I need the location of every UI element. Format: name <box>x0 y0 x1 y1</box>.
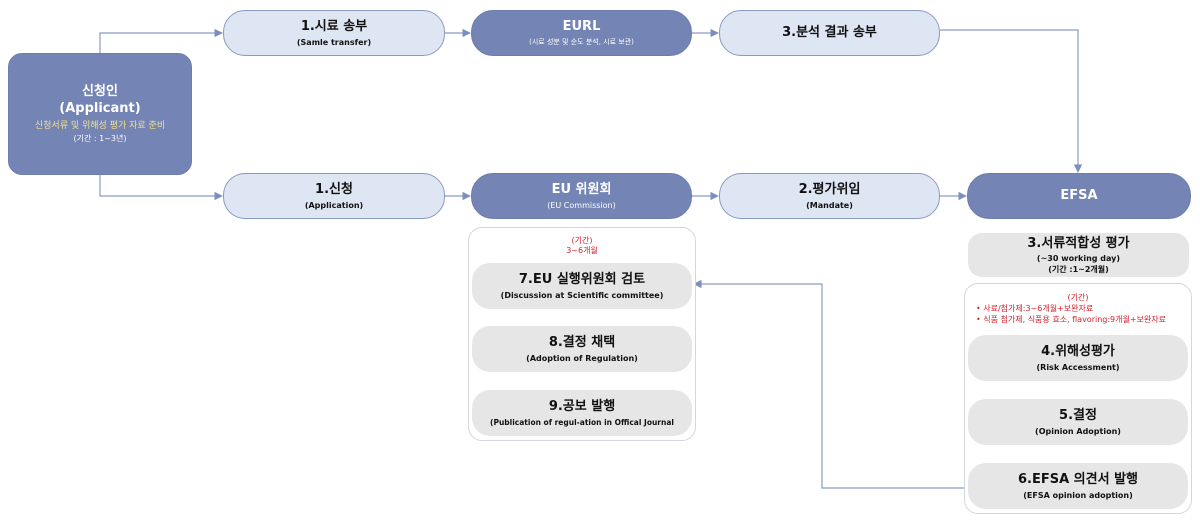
eurl-box: EURL (시료 성분 및 순도 분석, 시료 보관) <box>471 10 692 56</box>
efsa-bullet-food: • 식품 첨가제, 식품용 효소, flavoring:9개월+보완자료 <box>976 315 1190 325</box>
commission-box: EU 위원회 (EU Commission) <box>471 173 692 219</box>
efsa-step-opinion-sub: (EFSA opinion adoption) <box>1023 490 1133 500</box>
application-box: 1.신청 (Application) <box>223 173 445 219</box>
application-sub: (Application) <box>304 200 364 210</box>
mandate-box: 2.평가위임 (Mandate) <box>719 173 940 219</box>
efsa-bullet-feed: • 사료/첨가제:3~6개월+보완자료 <box>976 304 1190 314</box>
commission-label: EU 위원회 <box>551 181 612 197</box>
efsa-step-risk-sub: (Risk Accessment) <box>1036 362 1120 372</box>
commission-step-review-label: 7.EU 실행위원회 검토 <box>518 271 646 287</box>
efsa-period-title: (기간) <box>1067 293 1089 302</box>
applicant-title-en: (Applicant) <box>59 101 141 116</box>
suitability-sub1: (~30 working day) <box>1036 253 1121 263</box>
sample-transfer-sub: (Samle transfer) <box>296 37 372 47</box>
efsa-label: EFSA <box>1060 188 1098 203</box>
mandate-label: 2.평가위임 <box>798 181 861 197</box>
sample-transfer-box: 1.시료 송부 (Samle transfer) <box>223 10 445 56</box>
efsa-step-risk: 4.위해성평가 (Risk Accessment) <box>968 335 1188 381</box>
commission-sub: (EU Commission) <box>547 200 616 210</box>
applicant-title: 신청인 <box>82 84 118 99</box>
efsa-bullet-food-text: 식품 첨가제, 식품용 효소, flavoring:9개월+보완자료 <box>983 315 1167 324</box>
efsa-step-risk-label: 4.위해성평가 <box>1041 343 1115 359</box>
connector-result-to-efsa <box>940 29 1083 173</box>
commission-step-adoption: 8.결정 채택 (Adoption of Regulation) <box>472 326 692 372</box>
suitability-label: 3.서류적합성 평가 <box>1027 235 1130 251</box>
bullet-dot-icon: • <box>976 304 984 313</box>
connector-publication-to-review <box>693 279 965 489</box>
efsa-step-decision: 5.결정 (Opinion Adoption) <box>968 399 1188 445</box>
commission-step-publication: 9.공보 발행 (Publication of regul-ation in O… <box>472 390 692 436</box>
efsa-box: EFSA <box>967 173 1191 219</box>
commission-step-review-sub: (Discussion at Scientific committee) <box>500 290 664 300</box>
commission-step-adoption-label: 8.결정 채택 <box>548 334 616 350</box>
efsa-step-decision-label: 5.결정 <box>1059 407 1097 423</box>
efsa-step-decision-sub: (Opinion Adoption) <box>1035 426 1121 436</box>
efsa-bullet-feed-text: 사료/첨가제:3~6개월+보완자료 <box>983 304 1094 313</box>
mandate-sub: (Mandate) <box>806 200 853 210</box>
bullet-dot-icon: • <box>976 315 984 324</box>
suitability-box: 3.서류적합성 평가 (~30 working day) (기간 :1~2개월) <box>968 233 1189 277</box>
applicant-box: 신청인 (Applicant) 신청서류 및 위해성 평가 자료 준비 (기간 … <box>8 53 192 175</box>
eurl-sub: (시료 성분 및 순도 분석, 시료 보관) <box>529 37 634 46</box>
result-send-box: 3.분석 결과 송부 <box>719 10 940 56</box>
applicant-prep: 신청서류 및 위해성 평가 자료 준비 <box>34 121 166 131</box>
commission-step-publication-label: 9.공보 발행 <box>548 398 616 414</box>
commission-period-value: 3~6개월 <box>566 246 598 255</box>
commission-step-review: 7.EU 실행위원회 검토 (Discussion at Scientific … <box>472 263 692 309</box>
suitability-sub2: (기간 :1~2개월) <box>1048 264 1109 274</box>
commission-step-publication-sub: (Publication of regul-ation in Offical J… <box>490 417 674 427</box>
application-label: 1.신청 <box>315 181 353 197</box>
result-send-label: 3.분석 결과 송부 <box>782 25 877 40</box>
efsa-step-opinion: 6.EFSA 의견서 발행 (EFSA opinion adoption) <box>968 463 1188 509</box>
applicant-period: (기간 : 1~3년) <box>73 134 127 143</box>
commission-step-adoption-sub: (Adoption of Regulation) <box>526 353 638 363</box>
efsa-step-opinion-label: 6.EFSA 의견서 발행 <box>1017 471 1139 487</box>
sample-transfer-label: 1.시료 송부 <box>300 18 368 34</box>
eurl-label: EURL <box>562 18 601 34</box>
connector-applicant-to-sample <box>99 28 223 54</box>
commission-period-title: (기간) <box>571 236 593 245</box>
connector-applicant-to-application <box>99 175 223 201</box>
